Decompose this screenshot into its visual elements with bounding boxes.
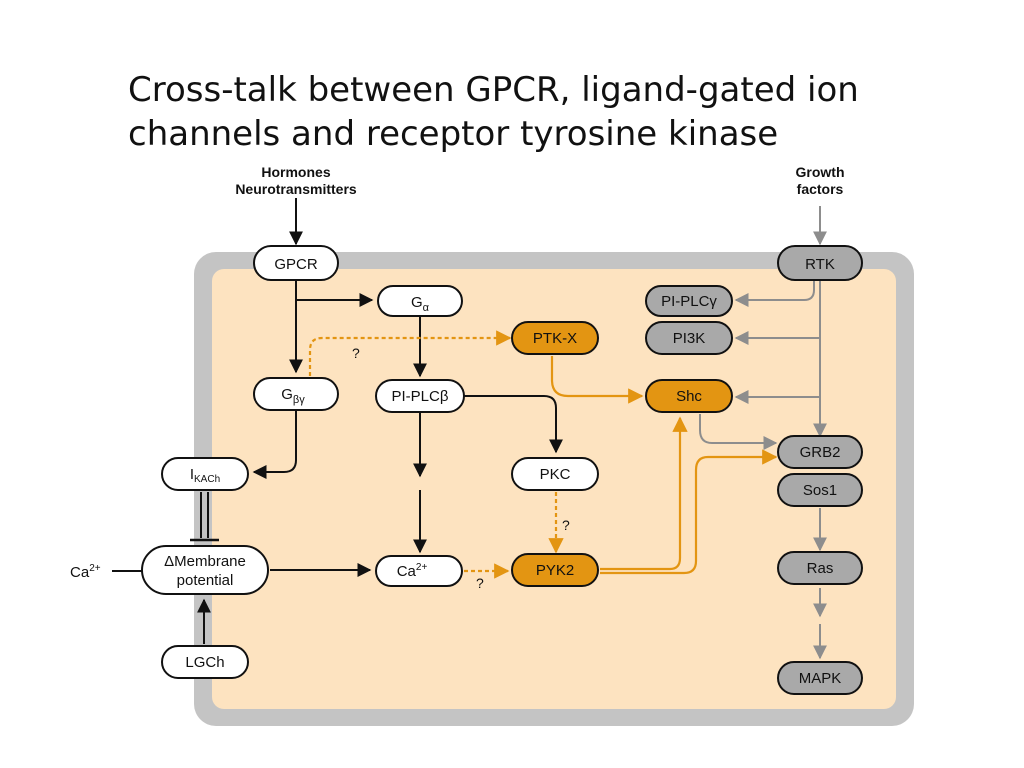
orange-arrows (308, 330, 778, 579)
arrow-pyk2-to-grb2 (600, 449, 778, 575)
node-lgch: LGCh (161, 645, 249, 679)
label-hormones: Hormones (261, 164, 330, 180)
node-pyk2: PYK2 (511, 553, 599, 587)
gray-arrows (699, 206, 827, 660)
arrow-ptkx-to-shc (550, 356, 644, 404)
node-rtk-label: RTK (805, 256, 835, 273)
node-galpha: Gα (377, 285, 463, 317)
node-shc-label: Shc (676, 388, 702, 405)
node-piplcbeta-label: PI-PLCβ (392, 388, 449, 405)
node-galpha-label: Gα (411, 294, 430, 314)
node-rtk: RTK (777, 245, 863, 281)
node-ras-label: Ras (807, 560, 834, 577)
node-piplcgamma: PI-PLCγ (645, 285, 733, 317)
node-ca-inside-label: Ca2+ (397, 562, 428, 580)
node-gbetagamma: Gβγ (253, 377, 339, 411)
label-growth: Growth (796, 164, 845, 180)
node-grb2-label: GRB2 (800, 444, 841, 461)
node-membrane-line-1: ΔMembrane (164, 553, 246, 570)
node-piplcbeta: PI-PLCβ (375, 379, 465, 413)
node-pyk2-label: PYK2 (536, 562, 574, 579)
node-pkc-label: PKC (540, 466, 571, 483)
node-membrane-potential: ΔMembrane potential (141, 545, 269, 595)
slide-title-line-2: channels and receptor tyrosine kinase (128, 114, 779, 154)
arrow-pyk2-to-shc (600, 416, 688, 571)
node-ikach: IKACh (161, 457, 249, 491)
slide-title-line-1: Cross-talk between GPCR, ligand-gated io… (128, 70, 859, 110)
node-membrane-line-2: potential (177, 572, 234, 589)
label-neurotransmitters: Neurotransmitters (235, 181, 357, 197)
node-pi3k-label: PI3K (673, 330, 706, 347)
node-lgch-label: LGCh (185, 654, 224, 671)
node-gbetagamma-label: Gβγ (281, 386, 305, 406)
question-mark-gbetagamma-ptkx: ? (352, 345, 360, 361)
node-sos1: Sos1 (777, 473, 863, 507)
black-arrows (112, 198, 563, 644)
arrow-rtk-to-piplcgamma (734, 280, 815, 307)
slide-title: Cross-talk between GPCR, ligand-gated io… (128, 68, 1008, 156)
arrow-gbetagamma-to-ptkx (308, 330, 512, 376)
node-ikach-label: IKACh (190, 466, 220, 485)
node-piplcgamma-label: PI-PLCγ (661, 293, 717, 310)
arrow-shc-to-grb2 (699, 414, 778, 450)
question-mark-ca-pyk2: ? (476, 575, 484, 591)
node-grb2: GRB2 (777, 435, 863, 469)
node-pkc: PKC (511, 457, 599, 491)
node-mapk-label: MAPK (799, 670, 842, 687)
node-mapk: MAPK (777, 661, 863, 695)
node-pi3k: PI3K (645, 321, 733, 355)
node-gpcr: GPCR (253, 245, 339, 281)
label-factors: factors (797, 181, 844, 197)
question-mark-pkc-pyk2: ? (562, 517, 570, 533)
node-gpcr-label: GPCR (274, 256, 318, 273)
arrow-gbetagamma-to-ikach (252, 410, 297, 479)
arrow-piplcbeta-to-pkc (464, 395, 563, 454)
node-ptkx-label: PTK-X (533, 330, 577, 347)
node-ca-inside: Ca2+ (375, 555, 463, 587)
node-shc: Shc (645, 379, 733, 413)
node-ptkx: PTK-X (511, 321, 599, 355)
node-ras: Ras (777, 551, 863, 585)
node-sos1-label: Sos1 (803, 482, 837, 499)
label-ca-outside: Ca2+ (70, 563, 101, 581)
